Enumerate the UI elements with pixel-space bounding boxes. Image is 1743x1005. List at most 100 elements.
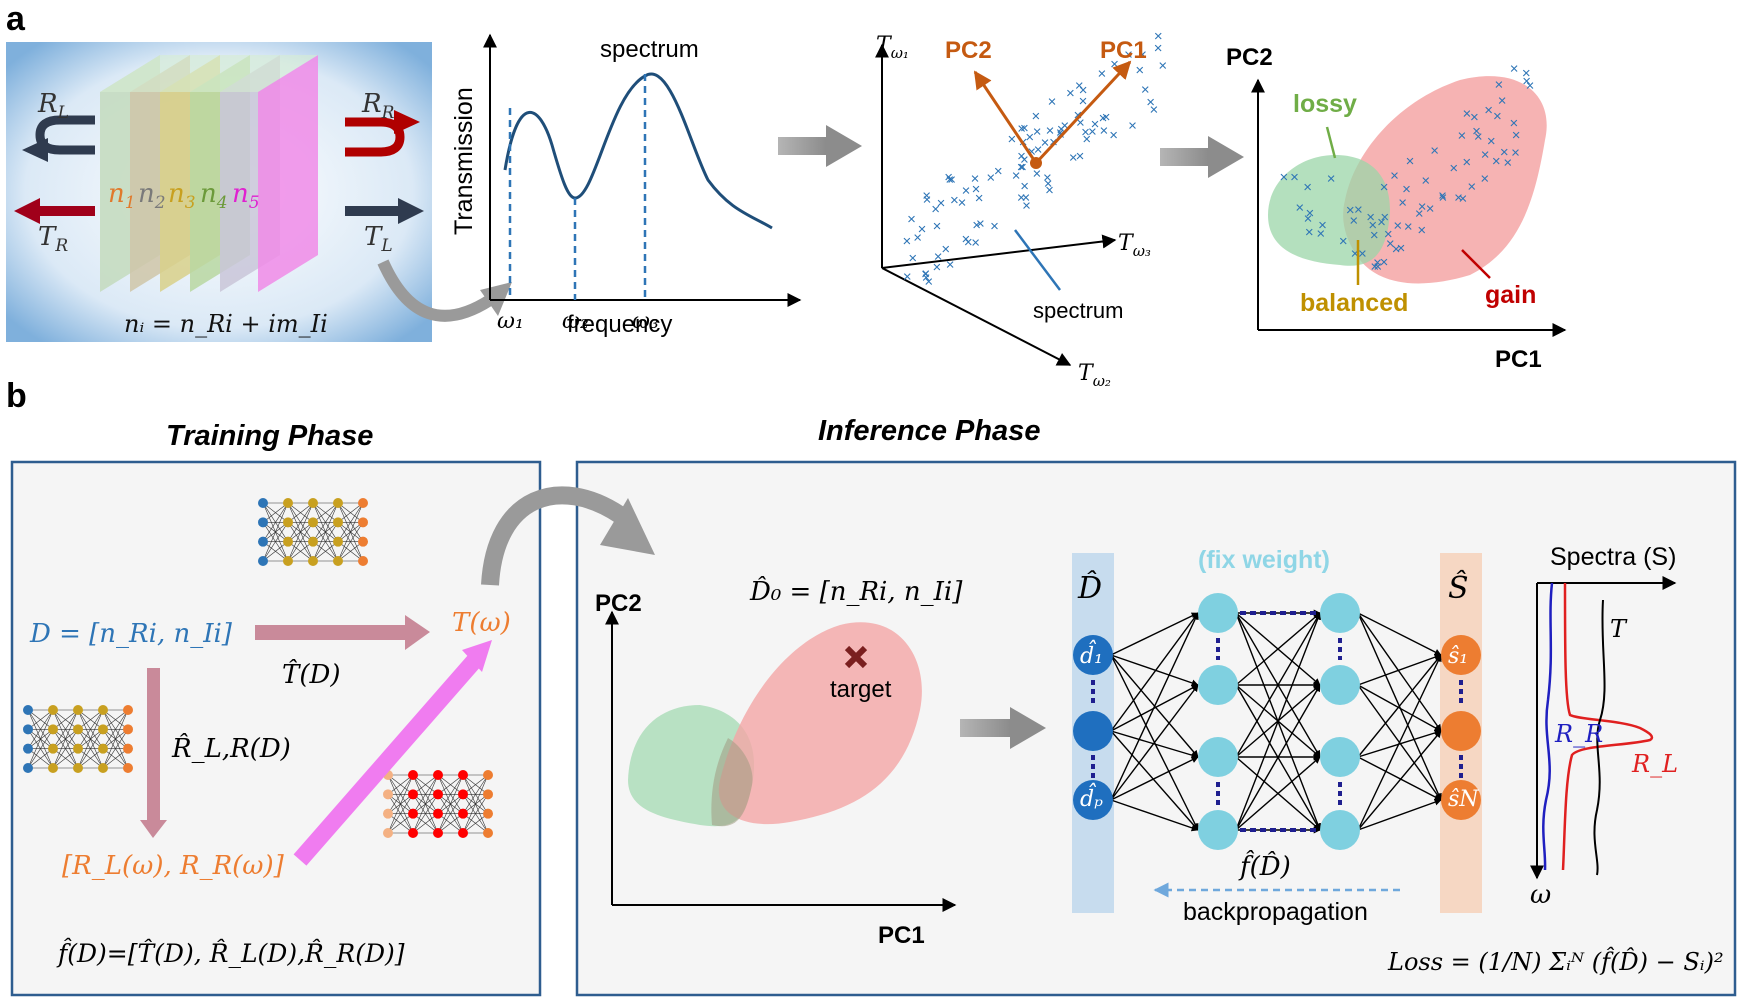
gain-point: × — [1522, 65, 1531, 82]
scatter-point: × — [922, 188, 931, 205]
flow-arrow-2 — [1160, 136, 1244, 178]
gain-region — [1343, 76, 1547, 284]
training-phase-title: Training Phase — [166, 420, 373, 452]
scatter-point: × — [1138, 47, 1147, 64]
node-s1-label: ŝ₁ — [1448, 644, 1468, 669]
scatter-point: × — [1020, 151, 1029, 168]
scatter-point: × — [972, 181, 981, 198]
gain-point: × — [1373, 255, 1382, 272]
output-node — [1441, 780, 1481, 820]
pc-points: ××××××××××××××××××××××××××××××××××××××××… — [1279, 60, 1534, 275]
scatter-point: × — [1057, 121, 1066, 138]
gain-point: × — [1492, 153, 1501, 170]
spectra-omega-label: ω — [1530, 880, 1551, 910]
gain-point: × — [1417, 222, 1426, 239]
training-to-inference-arrow — [481, 486, 625, 586]
scatter-point: × — [962, 231, 971, 248]
D-hat-layer-label: D̂ — [1077, 571, 1102, 606]
R_L-curve — [1561, 582, 1654, 871]
balanced-label: balanced — [1300, 289, 1408, 317]
training-arrows — [140, 615, 492, 866]
lossy-point: × — [1327, 171, 1336, 188]
gain-point: × — [1493, 108, 1502, 125]
scatter-point: × — [945, 172, 954, 189]
output-node — [1441, 711, 1481, 751]
gain-point: × — [1438, 188, 1447, 205]
scatter-point: × — [975, 190, 984, 207]
T-curve — [1593, 599, 1606, 876]
layer-label-2: n2 — [138, 179, 166, 213]
scatter-point: × — [1076, 148, 1085, 165]
inference-phase-title: Inference Phase — [818, 415, 1040, 447]
combined-model-f: f̂(D)=[T̂(D), R̂_L(D),R̂_R(D)] — [56, 939, 405, 968]
R_R-label: RR — [361, 89, 395, 123]
scatter-point: × — [941, 241, 950, 258]
target-transmission-T: T(ω) — [452, 608, 511, 638]
scatter-point: × — [1017, 159, 1026, 176]
R_R-curve — [1542, 582, 1554, 871]
layer-label-5: n5 — [232, 179, 260, 213]
scatter-point: × — [1069, 150, 1078, 167]
scatter-point: × — [1091, 116, 1100, 133]
gain-point: × — [1380, 254, 1389, 271]
gain-point: × — [1418, 199, 1427, 216]
gain-point: × — [1449, 160, 1458, 177]
node-sN-label: ŝN — [1448, 787, 1479, 812]
R_L-label: RL — [37, 89, 69, 123]
scatter-point: × — [922, 269, 931, 286]
scatter-point: × — [1149, 101, 1158, 118]
gain-point: × — [1377, 214, 1386, 231]
transmission-curve — [503, 72, 773, 230]
pc-plot-xlabel: PC1 — [1495, 346, 1542, 373]
scatter-point: × — [947, 171, 956, 188]
gain-point: × — [1406, 153, 1415, 170]
scatter-point: × — [1141, 82, 1150, 99]
scatter-point: × — [962, 183, 971, 200]
gain-point: × — [1458, 127, 1467, 144]
gain-point: × — [1430, 142, 1439, 159]
scatter-point: × — [1025, 129, 1034, 146]
pca-axis-t-omega1: Tω₁ — [876, 33, 909, 62]
lossy-point: × — [1346, 202, 1355, 219]
spectra-T-label: T — [1610, 615, 1628, 643]
scatter-point: × — [1079, 93, 1088, 110]
scatter-point: × — [907, 211, 916, 228]
layer-label-1: n1 — [108, 179, 136, 213]
refractive-index-formula: nᵢ = n_Ri + im_Ii — [124, 310, 328, 338]
gain-point: × — [1498, 93, 1507, 110]
scatter-point: × — [921, 265, 930, 282]
pca-axis-t-omega3: Tω₃ — [1118, 231, 1151, 260]
scatter-point: × — [921, 266, 930, 283]
gain-point: × — [1366, 209, 1375, 226]
gain-point: × — [1380, 179, 1389, 196]
scatter-point: × — [971, 170, 980, 187]
scatter-point: × — [972, 217, 981, 234]
mini-net-f — [383, 770, 493, 838]
gain-point: × — [1470, 109, 1479, 126]
gain-point: × — [1503, 154, 1512, 171]
spectra-R_R-label: R_R — [1554, 720, 1603, 748]
lossy-point: × — [1316, 225, 1325, 242]
lossy-point: × — [1305, 224, 1314, 241]
pc1-arrow-label: PC1 — [1100, 37, 1147, 64]
curved-arrow-to-spectrum — [377, 259, 494, 322]
gain-point: × — [1462, 154, 1471, 171]
scatter-point: × — [950, 192, 959, 209]
spectrum-plot — [483, 33, 802, 307]
input-node — [1073, 635, 1113, 675]
scatter-point: × — [1154, 28, 1163, 45]
scatter-point: × — [934, 248, 943, 265]
scatter-point: × — [971, 235, 980, 252]
hidden-node — [1198, 737, 1238, 777]
loss-equation: Loss = (1/N) Σᵢᴺ (f̂(D̂) − Sᵢ)² — [1387, 947, 1724, 976]
scatter-point: × — [1076, 114, 1085, 131]
gain-point: × — [1421, 172, 1430, 189]
gain-point: × — [1526, 77, 1535, 94]
scatter-point: × — [1048, 93, 1057, 110]
scatter-point: × — [1100, 122, 1109, 139]
pca-spectrum-label: spectrum — [1033, 298, 1123, 323]
input-node — [1073, 711, 1113, 751]
layer-label-3: n3 — [168, 179, 196, 213]
scatter-point: × — [1044, 176, 1053, 193]
